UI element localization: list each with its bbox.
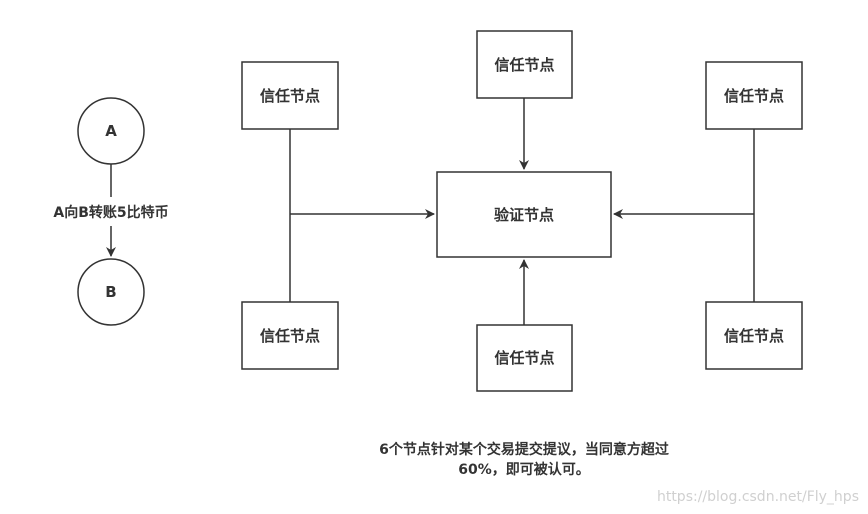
- trust-node-bottom-left-label: 信任节点: [260, 327, 320, 345]
- caption-line-1: 6个节点针对某个交易提交提议，当同意方超过: [379, 441, 669, 458]
- trust-node-top-left: 信任节点: [241, 61, 339, 130]
- node-a-label: A: [105, 122, 117, 140]
- trust-node-bottom-right: 信任节点: [705, 301, 803, 370]
- trust-node-top-center-label: 信任节点: [494, 56, 554, 74]
- node-b: B: [77, 258, 145, 326]
- trust-node-top-right-label: 信任节点: [724, 87, 784, 105]
- transfer-label: A向B转账5比特币: [53, 204, 168, 221]
- caption-line-2: 60%，即可被认可。: [458, 461, 590, 478]
- trust-node-bottom-right-label: 信任节点: [724, 327, 784, 345]
- trust-node-bottom-center: 信任节点: [476, 324, 573, 392]
- verification-node: 验证节点: [436, 171, 612, 258]
- verification-node-label: 验证节点: [494, 206, 554, 224]
- node-a: A: [77, 97, 145, 165]
- trust-node-bottom-left: 信任节点: [241, 301, 339, 370]
- watermark: https://blog.csdn.net/Fly_hps: [657, 489, 859, 505]
- trust-node-top-center: 信任节点: [476, 30, 573, 99]
- trust-node-top-right: 信任节点: [705, 61, 803, 130]
- node-b-label: B: [105, 283, 116, 301]
- trust-node-top-left-label: 信任节点: [260, 87, 320, 105]
- trust-node-bottom-center-label: 信任节点: [494, 349, 554, 367]
